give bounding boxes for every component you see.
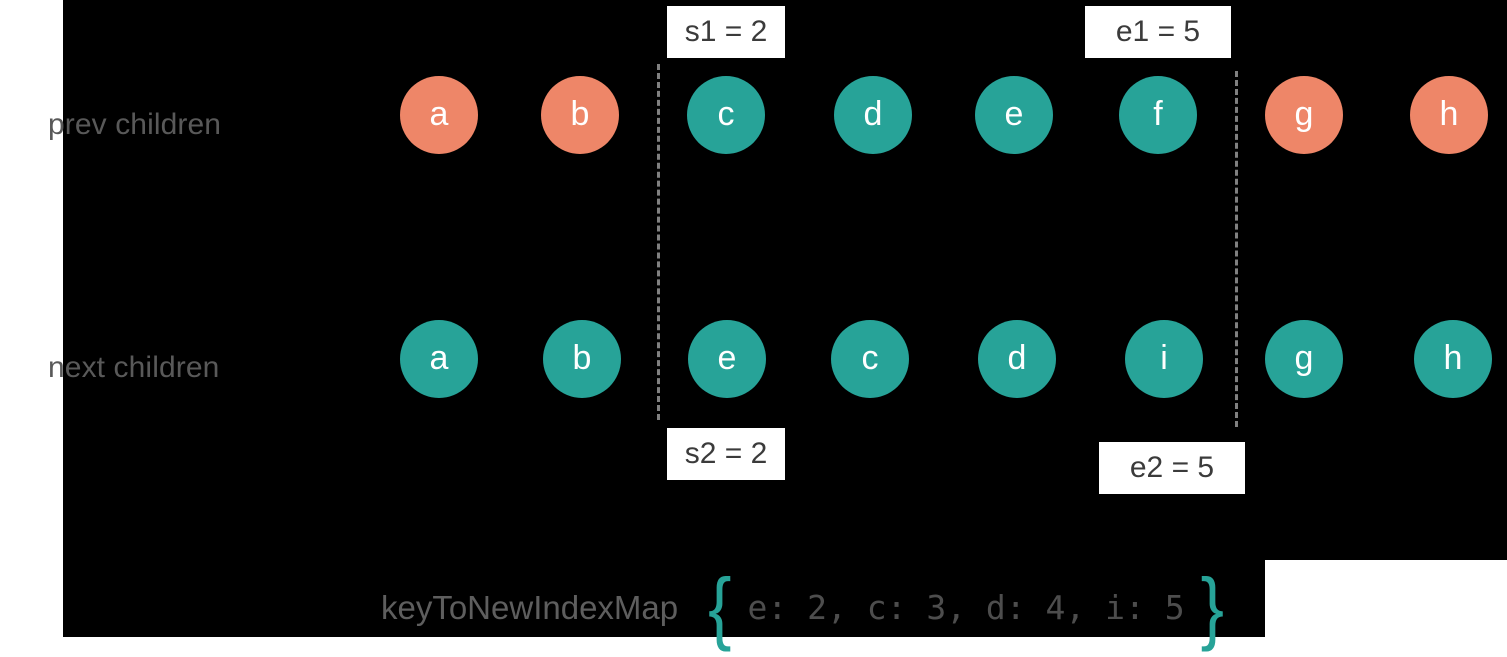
next-node-d-key: d xyxy=(1007,339,1027,377)
next-node-b[interactable]: b xyxy=(543,320,621,398)
next-node-g-key: g xyxy=(1294,339,1314,377)
prev-node-h-key: h xyxy=(1439,95,1459,133)
prev-node-d-key: d xyxy=(863,95,883,133)
prev-node-f[interactable]: f xyxy=(1119,76,1197,154)
prev-node-d[interactable]: d xyxy=(834,76,912,154)
prev-node-a[interactable]: a xyxy=(400,76,478,154)
marker-s2: s2 = 2 xyxy=(667,428,785,480)
next-node-g[interactable]: g xyxy=(1265,320,1343,398)
marker-s1: s1 = 2 xyxy=(667,6,785,58)
next-node-e[interactable]: e xyxy=(688,320,766,398)
prev-node-g-key: g xyxy=(1294,95,1314,133)
next-node-d[interactable]: d xyxy=(978,320,1056,398)
next-node-a[interactable]: a xyxy=(400,320,478,398)
prev-node-e-key: e xyxy=(1004,95,1024,133)
prev-node-a-key: a xyxy=(429,95,449,133)
close-brace-icon: } xyxy=(1200,562,1224,652)
marker-e2: e2 = 5 xyxy=(1099,442,1245,494)
next-node-e-key: e xyxy=(717,339,737,377)
prev-node-h[interactable]: h xyxy=(1410,76,1488,154)
open-brace-icon: { xyxy=(708,562,732,652)
prev-node-c[interactable]: c xyxy=(687,76,765,154)
next-node-a-key: a xyxy=(429,339,449,377)
start-boundary-dashed-line xyxy=(657,64,660,420)
canvas-corner-cutout xyxy=(1265,560,1507,637)
key-to-new-index-map-row: keyToNewIndexMap { e: 2, c: 3, d: 4, i: … xyxy=(0,567,1260,648)
next-children-label: next children xyxy=(48,351,220,384)
prev-node-f-key: f xyxy=(1153,95,1163,133)
marker-e1: e1 = 5 xyxy=(1085,6,1231,58)
prev-node-c-key: c xyxy=(717,95,735,133)
next-node-b-key: b xyxy=(572,339,592,377)
key-to-new-index-map-label: keyToNewIndexMap xyxy=(380,588,679,626)
prev-children-label: prev children xyxy=(48,108,222,141)
key-to-new-index-map-value: e: 2, c: 3, d: 4, i: 5 xyxy=(747,587,1185,627)
next-node-i[interactable]: i xyxy=(1125,320,1203,398)
next-node-h[interactable]: h xyxy=(1414,320,1492,398)
prev-node-b-key: b xyxy=(570,95,590,133)
next-node-c-key: c xyxy=(861,339,879,377)
next-node-c[interactable]: c xyxy=(831,320,909,398)
prev-node-b[interactable]: b xyxy=(541,76,619,154)
prev-node-e[interactable]: e xyxy=(975,76,1053,154)
end-boundary-dashed-line xyxy=(1235,71,1238,427)
prev-node-g[interactable]: g xyxy=(1265,76,1343,154)
next-node-i-key: i xyxy=(1160,339,1168,377)
next-node-h-key: h xyxy=(1443,339,1463,377)
